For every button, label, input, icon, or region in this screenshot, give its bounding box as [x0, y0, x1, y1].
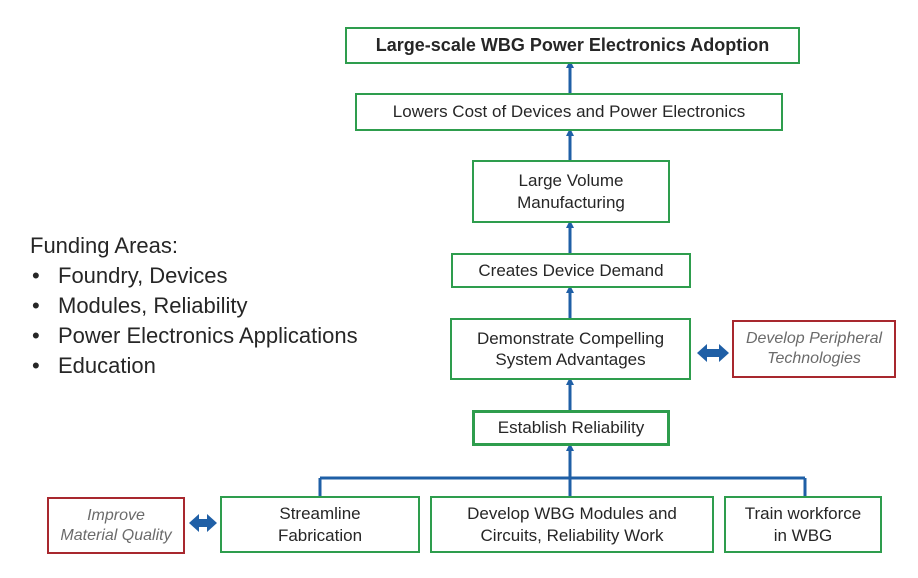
- node-material: Improve Material Quality: [47, 497, 185, 554]
- node-train: Train workforce in WBG: [724, 496, 882, 553]
- node-wbg-modules: Develop WBG Modules and Circuits, Reliab…: [430, 496, 714, 553]
- double-arrow-material-icon: [189, 514, 217, 532]
- node-peripheral: Develop Peripheral Technologies: [732, 320, 896, 378]
- funding-item: Modules, Reliability: [30, 291, 358, 321]
- node-large-volume: Large Volume Manufacturing: [472, 160, 670, 223]
- node-adoption: Large-scale WBG Power Electronics Adopti…: [345, 27, 800, 64]
- double-arrow-peripheral-icon: [697, 344, 729, 362]
- node-lowers-cost: Lowers Cost of Devices and Power Electro…: [355, 93, 783, 131]
- node-demonstrate: Demonstrate Compelling System Advantages: [450, 318, 691, 380]
- funding-list: Foundry, Devices Modules, Reliability Po…: [30, 261, 358, 381]
- funding-item: Education: [30, 351, 358, 381]
- node-reliability: Establish Reliability: [472, 410, 670, 446]
- funding-areas: Funding Areas: Foundry, Devices Modules,…: [30, 231, 358, 381]
- funding-heading: Funding Areas:: [30, 233, 178, 258]
- node-streamline: Streamline Fabrication: [220, 496, 420, 553]
- funding-item: Power Electronics Applications: [30, 321, 358, 351]
- node-device-demand: Creates Device Demand: [451, 253, 691, 288]
- funding-item: Foundry, Devices: [30, 261, 358, 291]
